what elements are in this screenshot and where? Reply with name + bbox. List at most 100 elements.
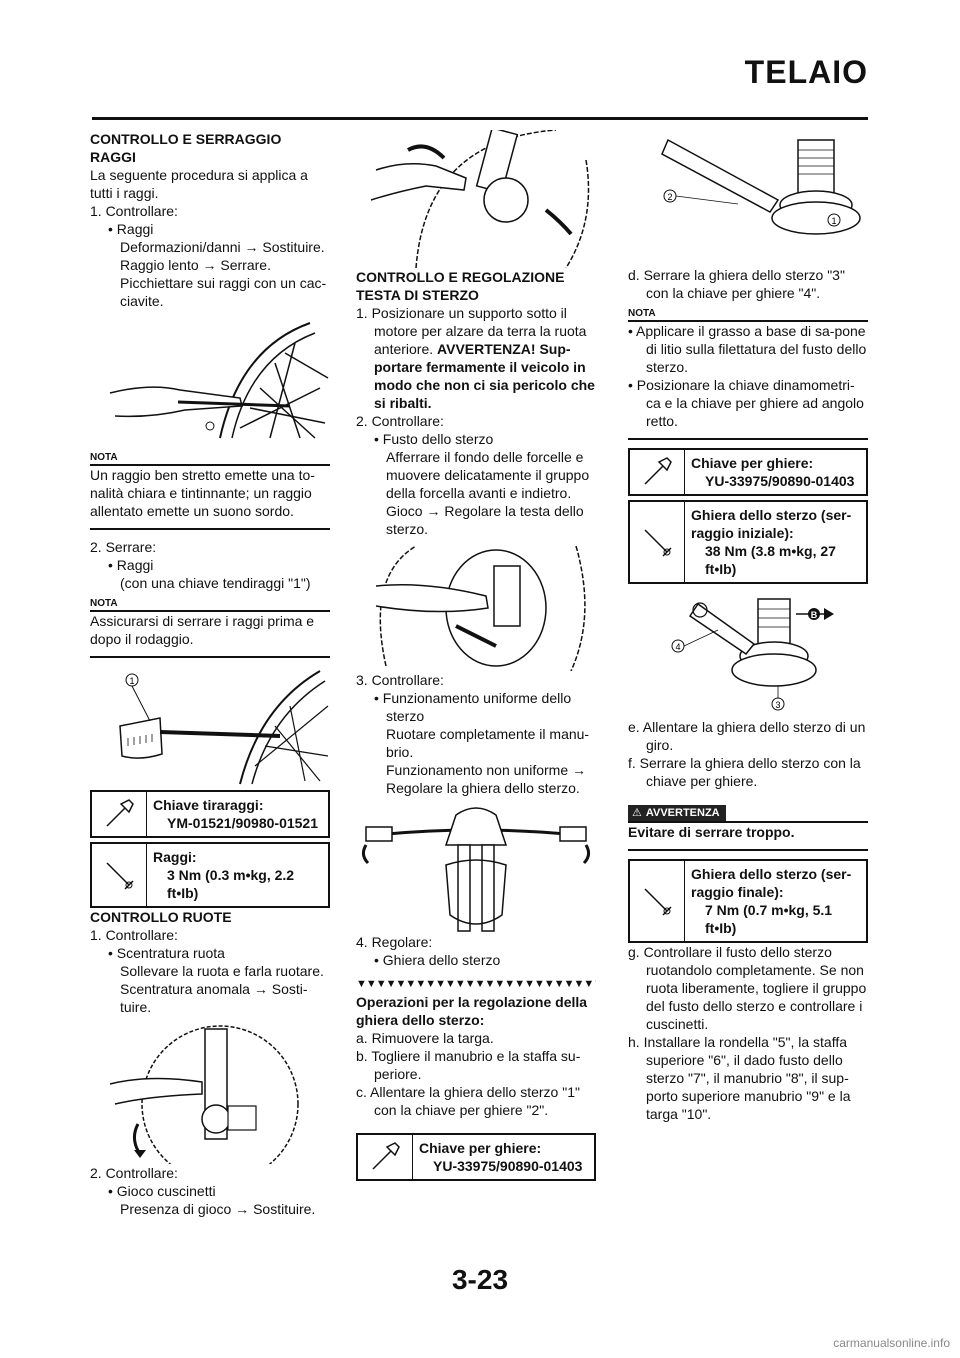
figure-callout: 1	[831, 216, 836, 226]
spoke-step-2-line: (con una chiave tendiraggi "1")	[120, 575, 311, 591]
spec-name: Ghiera dello sterzo (ser-raggio finale):	[691, 866, 852, 900]
nota-bullet: • Posizionare la chiave dinamometri-ca e…	[628, 377, 864, 429]
procedure-step-b: b. Togliere il manubrio e la staffa su-p…	[356, 1048, 581, 1082]
spec-value: YM-01521/90980-01521	[167, 815, 319, 831]
steering-step-3: 3. Controllare:	[356, 672, 444, 688]
wheel-step-2-line: Presenza di gioco → Sostituire.	[120, 1201, 316, 1217]
torque-wrench-icon	[630, 502, 685, 582]
section-title: TELAIO	[744, 54, 868, 90]
procedure-step-d: d. Serrare la ghiera dello sterzo "3" co…	[628, 267, 845, 301]
spoke-step-1: 1. Controllare:	[90, 203, 178, 219]
spoke-step-2-bullet: • Raggi	[108, 557, 154, 573]
warning-end-rule	[628, 849, 868, 851]
spec-name: Chiave per ghiere:	[691, 455, 814, 471]
steering-step-1-text: 1. Posizionare un supporto sotto il moto…	[356, 305, 587, 357]
warning-rule	[628, 821, 868, 823]
figure-callout: 3	[775, 700, 780, 710]
steering-torque-figure: B 4 3	[671, 598, 834, 711]
heading-spoke-check: CONTROLLO E SERRAGGIO RAGGI	[90, 131, 282, 165]
procedure-step-c: c. Allentare la ghiera dello sterzo "1" …	[356, 1084, 580, 1118]
figure-callout: 1	[129, 676, 134, 686]
procedure-start-marker: ▼▼▼▼▼▼▼▼▼▼▼▼▼▼▼▼▼▼▼▼▼▼▼▼▼▼▼▼▼▼▼▼▼	[356, 978, 596, 990]
steering-step-3-line: Ruotare completamente il manu-brio.	[386, 726, 590, 760]
spec-value: YU-33975/90890-01403	[433, 1158, 583, 1174]
column-3: 2 1 d. Serrare la ghiera dello sterzo "3…	[628, 130, 868, 1123]
spoke-wrench-figure: 1	[119, 670, 329, 785]
warning-block: ⚠ AVVERTENZA Evitare di serrare troppo.	[628, 802, 868, 851]
torque-wrench-icon	[630, 861, 685, 941]
wheel-step-1-line: Sollevare la ruota e farla ruotare.	[120, 963, 324, 979]
procedure-step-a: a. Rimuovere la targa.	[356, 1030, 494, 1046]
heading-steering-head: CONTROLLO E REGOLAZIONE TESTA DI STERZO	[356, 269, 565, 303]
column-2: CONTROLLO E REGOLAZIONE TESTA DI STERZO …	[356, 130, 596, 1181]
spec-name: Ghiera dello sterzo (ser-raggio iniziale…	[691, 507, 852, 541]
steering-step-2-line: Afferrare il fondo delle forcelle e muov…	[386, 449, 590, 501]
handlebar-figure	[361, 807, 591, 932]
spec-box-initial-torque: Ghiera dello sterzo (ser-raggio iniziale…	[628, 500, 868, 584]
steering-step-1-warning: AVVERTENZA! Sup-portare fermamente il ve…	[374, 341, 595, 411]
warning-badge: ⚠ AVVERTENZA	[628, 805, 726, 821]
header-rule	[92, 117, 868, 120]
nota-rule	[90, 464, 330, 466]
footer-url: carmanualsonline.info	[833, 1336, 950, 1350]
wheel-step-1: 1. Controllare:	[90, 927, 178, 943]
page-number: 3-23	[451, 1264, 509, 1295]
heading-wheel-check: CONTROLLO RUOTE	[90, 909, 232, 925]
nota-text: Assicurarsi di serrare i raggi prima e d…	[90, 613, 315, 647]
steering-step-2: 2. Controllare:	[356, 413, 444, 429]
spoke-step-1-line: Deformazioni/danni → Sostituire.	[120, 239, 325, 255]
nota-label: NOTA	[628, 308, 656, 319]
steering-step-2-line: Gioco → Regolare la testa dello sterzo.	[386, 503, 584, 537]
nota-end-rule	[90, 656, 330, 658]
steering-nut-figure: 2 1	[661, 138, 861, 235]
nota-bullet: • Applicare il grasso a base di sa-pone …	[628, 323, 867, 375]
procedure-title: Operazioni per la regolazione della ghie…	[356, 994, 588, 1028]
steering-step-1: 1. Posizionare un supporto sotto il moto…	[356, 304, 596, 412]
warning-icon: ⚠	[632, 807, 642, 819]
steering-step-4-bullet: • Ghiera dello sterzo	[374, 952, 501, 968]
wheel-step-1-line: Scentratura anomala → Sosti-tuire.	[120, 981, 308, 1015]
spec-box-spoke-wrench: Chiave tiraraggi: YM-01521/90980-01521	[90, 790, 330, 838]
wheel-step-2-bullet: • Gioco cuscinetti	[108, 1183, 216, 1199]
spec-name: Chiave per ghiere:	[419, 1140, 542, 1156]
nota-label: NOTA	[90, 452, 118, 463]
nota-end-rule	[628, 438, 868, 440]
steering-step-3-bullet: • Funzionamento uniforme dello sterzo	[374, 690, 572, 724]
spoke-step-1-line: Raggio lento → Serrare.	[120, 257, 271, 273]
figure-callout: 4	[675, 642, 680, 652]
procedure-step-h: h. Installare la rondella "5", la staffa…	[628, 1034, 851, 1122]
steering-step-3-line: Funzionamento non uniforme → Regolare la…	[386, 762, 586, 796]
nota-label: NOTA	[90, 598, 118, 609]
warning-label: AVVERTENZA	[645, 807, 720, 819]
spec-value: 3 Nm (0.3 m•kg, 2.2 ft•Ib)	[167, 867, 295, 901]
fork-check-figure	[375, 546, 586, 671]
torque-wrench-icon	[92, 844, 147, 906]
wheel-step-1-bullet: • Scentratura ruota	[108, 945, 225, 961]
nota-text: Un raggio ben stretto emette una to-nali…	[90, 467, 315, 519]
spec-name: Chiave tiraraggi:	[153, 797, 264, 813]
spec-value: 38 Nm (3.8 m•kg, 27 ft•Ib)	[705, 543, 836, 577]
wrench-icon	[358, 1135, 413, 1179]
spoke-intro: La seguente procedura si applica a tutti…	[90, 167, 308, 201]
procedure-step-f: f. Serrare la ghiera dello sterzo con la…	[628, 755, 861, 789]
spoke-step-1-line: Picchiettare sui raggi con un cac-ciavit…	[120, 275, 327, 309]
spec-box-ring-wrench: Chiave per ghiere: YU-33975/90890-01403	[356, 1133, 596, 1181]
figure-callout: 2	[667, 192, 672, 202]
procedure-step-e: e. Allentare la ghiera dello sterzo di u…	[628, 719, 866, 753]
steering-step-4: 4. Regolare:	[356, 934, 433, 950]
spoke-tapping-figure	[109, 322, 329, 439]
warning-text: Evitare di serrare troppo.	[628, 824, 795, 840]
wheel-runout-figure	[109, 1025, 299, 1164]
spoke-step-1-bullet: • Raggi	[108, 221, 154, 237]
spec-box-final-torque: Ghiera dello sterzo (ser-raggio finale):…	[628, 859, 868, 943]
wheel-step-2: 2. Controllare:	[90, 1165, 178, 1181]
spec-name: Raggi:	[153, 849, 197, 865]
grease-icon: B	[811, 610, 818, 620]
nota-rule	[90, 610, 330, 612]
spoke-step-2: 2. Serrare:	[90, 539, 157, 555]
nota-end-rule	[90, 528, 330, 530]
spec-value: YU-33975/90890-01403	[705, 473, 855, 489]
procedure-step-g: g. Controllare il fusto dello sterzo ruo…	[628, 944, 867, 1032]
spec-box-ring-wrench: Chiave per ghiere: YU-33975/90890-01403	[628, 448, 868, 496]
wrench-icon	[92, 792, 147, 836]
